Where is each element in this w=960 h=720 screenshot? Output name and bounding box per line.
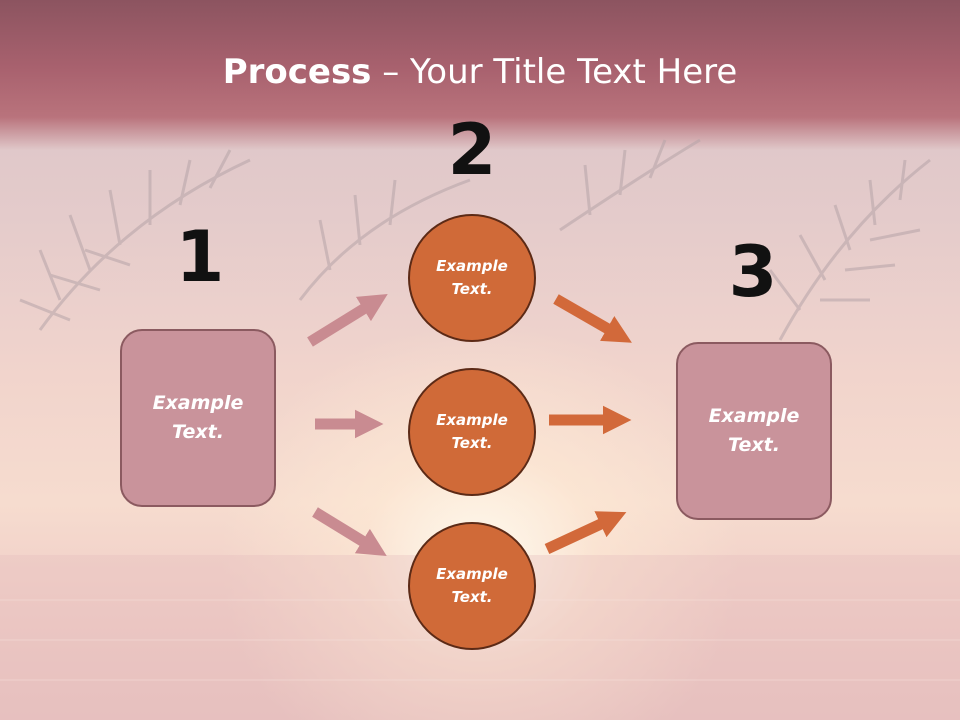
right-box: Example Text. [676, 342, 832, 520]
left-box-text: Example Text. [138, 389, 258, 447]
right-box-text: Example Text. [694, 402, 814, 460]
title-band [0, 0, 960, 150]
left-box: Example Text. [120, 329, 276, 507]
circle-bottom: Example Text. [408, 522, 536, 650]
step-number-1: 1 [175, 216, 225, 298]
circle-middle-line-2: Text. [451, 434, 493, 452]
circle-top-line-2: Text. [451, 280, 493, 298]
right-box-line-2: Text. [728, 434, 780, 456]
step-number-2: 2 [447, 109, 497, 191]
circle-top: Example Text. [408, 214, 536, 342]
arrow-box-to-circle-top [307, 293, 388, 347]
circle-middle-line-1: Example [436, 411, 508, 429]
left-box-line-2: Text. [172, 421, 224, 443]
circle-bottom-text: Example Text. [427, 563, 517, 609]
circle-top-line-1: Example [436, 257, 508, 275]
title-bold-part: Process [222, 52, 372, 92]
arrow-circle-bottom-to-box [544, 511, 627, 554]
title-rest: – Your Title Text Here [371, 52, 738, 92]
arrow-circle-top-to-box [553, 294, 632, 343]
left-box-line-1: Example [152, 392, 244, 414]
circle-middle-text: Example Text. [427, 409, 517, 455]
arrow-box-to-circle-bottom [312, 507, 387, 556]
step-number-3: 3 [728, 231, 778, 313]
circle-bottom-line-2: Text. [451, 588, 493, 606]
circle-bottom-line-1: Example [436, 565, 508, 583]
slide-title: Process – Your Title Text Here [0, 52, 960, 92]
right-box-line-1: Example [708, 405, 800, 427]
circle-middle: Example Text. [408, 368, 536, 496]
circle-top-text: Example Text. [427, 255, 517, 301]
